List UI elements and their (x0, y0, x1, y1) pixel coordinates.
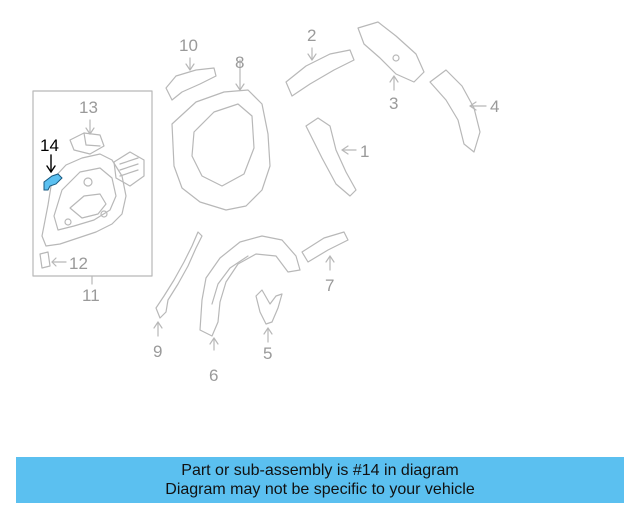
part-14-highlighted (43, 173, 63, 191)
part-9 (153, 231, 203, 337)
part-12 (39, 251, 67, 269)
parts-diagram (32, 21, 487, 351)
part-13 (69, 119, 105, 155)
part-8 (171, 59, 271, 211)
callout-2: 2 (307, 26, 317, 45)
callout-6: 6 (209, 366, 219, 385)
part-2 (285, 47, 355, 97)
part-1 (305, 117, 357, 197)
part-3 (357, 21, 425, 91)
part-5 (255, 289, 283, 343)
callout-13: 13 (79, 98, 98, 117)
info-banner: Part or sub-assembly is #14 in diagram D… (16, 457, 624, 503)
callout-7: 7 (325, 276, 335, 295)
part-6 (199, 235, 301, 351)
callout-11: 11 (82, 286, 100, 305)
part-4 (429, 69, 487, 153)
part-11-grille (113, 151, 145, 187)
callout-10: 10 (179, 36, 198, 55)
callout-12: 12 (69, 254, 88, 273)
leader-14 (46, 154, 56, 173)
callout-3: 3 (389, 94, 399, 113)
callout-4: 4 (490, 97, 500, 116)
callout-1: 1 (360, 142, 370, 161)
callout-9: 9 (153, 342, 163, 361)
callout-5: 5 (263, 344, 273, 363)
callout-8: 8 (235, 53, 245, 72)
callout-14: 14 (40, 136, 59, 155)
part-7 (301, 231, 349, 271)
part-11-panel (41, 153, 127, 247)
banner-line-2: Diagram may not be specific to your vehi… (165, 481, 475, 498)
part-10 (165, 57, 217, 101)
banner-line-1: Part or sub-assembly is #14 in diagram (181, 462, 459, 479)
